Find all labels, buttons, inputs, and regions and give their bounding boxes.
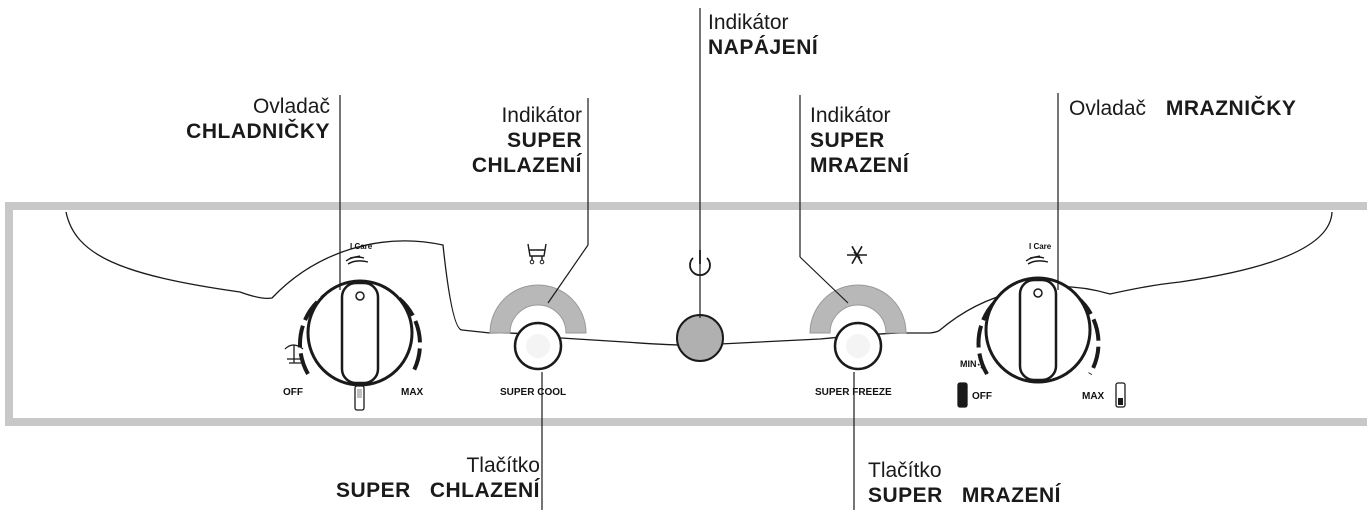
freezer-control-callout: Ovladač MRAZNIČKY — [1069, 96, 1296, 121]
fridge-max-label: MAX — [401, 387, 424, 398]
super-cool-indicator-callout-line1: Indikátor — [501, 104, 582, 127]
super-cool-label: SUPER COOL — [500, 387, 566, 398]
panel-frame — [5, 202, 1367, 426]
super-cool-indicator-callout-line3: CHLAZENÍ — [471, 154, 582, 177]
super-cool-button[interactable] — [513, 321, 563, 371]
super-freeze-button-callout-line2: SUPER MRAZENÍ — [868, 484, 1062, 507]
power-led — [676, 314, 724, 362]
super-cool-button-callout: Tlačítko SUPER CHLAZENÍ — [336, 453, 540, 503]
freezer-control-callout-line2: MRAZNIČKY — [1165, 97, 1297, 120]
super-freeze-indicator-callout-line1: Indikátor — [810, 104, 891, 127]
leader-lines — [339, 8, 1059, 510]
super-cool-indicator-callout-line2: SUPER — [507, 129, 582, 152]
super-cool-indicator — [489, 284, 587, 334]
freezer-control-callout-line1: Ovladač — [1069, 97, 1147, 120]
hand-icon — [345, 255, 369, 265]
power-indicator-callout-line1: Indikátor — [708, 11, 789, 34]
super-freeze-indicator-callout-line2: SUPER — [810, 129, 885, 152]
panel-contour — [65, 211, 1333, 346]
cart-icon — [527, 243, 547, 265]
super-freeze-indicator-callout: Indikátor SUPER MRAZENÍ — [810, 103, 909, 178]
fridge-control-callout-line1: Ovladač — [252, 95, 330, 118]
super-freeze-button-callout-line1: Tlačítko — [868, 459, 942, 482]
power-indicator-callout: Indikátor NAPÁJENÍ — [708, 10, 818, 60]
super-cool-indicator-callout: Indikátor SUPER CHLAZENÍ — [472, 103, 582, 178]
super-freeze-button[interactable] — [833, 321, 883, 371]
super-cool-button-callout-line2: SUPER CHLAZENÍ — [335, 479, 540, 502]
freezer-knob[interactable] — [976, 276, 1101, 384]
fridge-control-callout-line2: CHLADNIČKY — [186, 120, 330, 143]
thermometer-icon — [957, 382, 1126, 408]
hand-icon — [1025, 255, 1049, 265]
super-freeze-button-callout: Tlačítko SUPER MRAZENÍ — [868, 458, 1061, 508]
freezer-off-label: OFF — [972, 391, 992, 402]
fridge-knob[interactable] — [298, 279, 422, 387]
fridge-off-label: OFF — [283, 387, 303, 398]
thermometer-icon — [354, 385, 365, 411]
freezer-min-label: MIN — [960, 359, 977, 369]
power-indicator-callout-line2: NAPÁJENÍ — [708, 36, 819, 59]
fridge-control-callout: Ovladač CHLADNIČKY — [186, 94, 330, 144]
super-freeze-indicator — [809, 284, 907, 334]
freezer-icare-label: I Care — [1029, 242, 1052, 251]
super-cool-button-callout-line1: Tlačítko — [466, 454, 540, 477]
fridge-icare-label: I Care — [350, 242, 373, 251]
snowflake-icon — [847, 245, 867, 265]
super-freeze-indicator-callout-line3: MRAZENÍ — [810, 154, 910, 177]
freezer-max-label: MAX — [1082, 391, 1105, 402]
holiday-icon — [284, 344, 304, 364]
